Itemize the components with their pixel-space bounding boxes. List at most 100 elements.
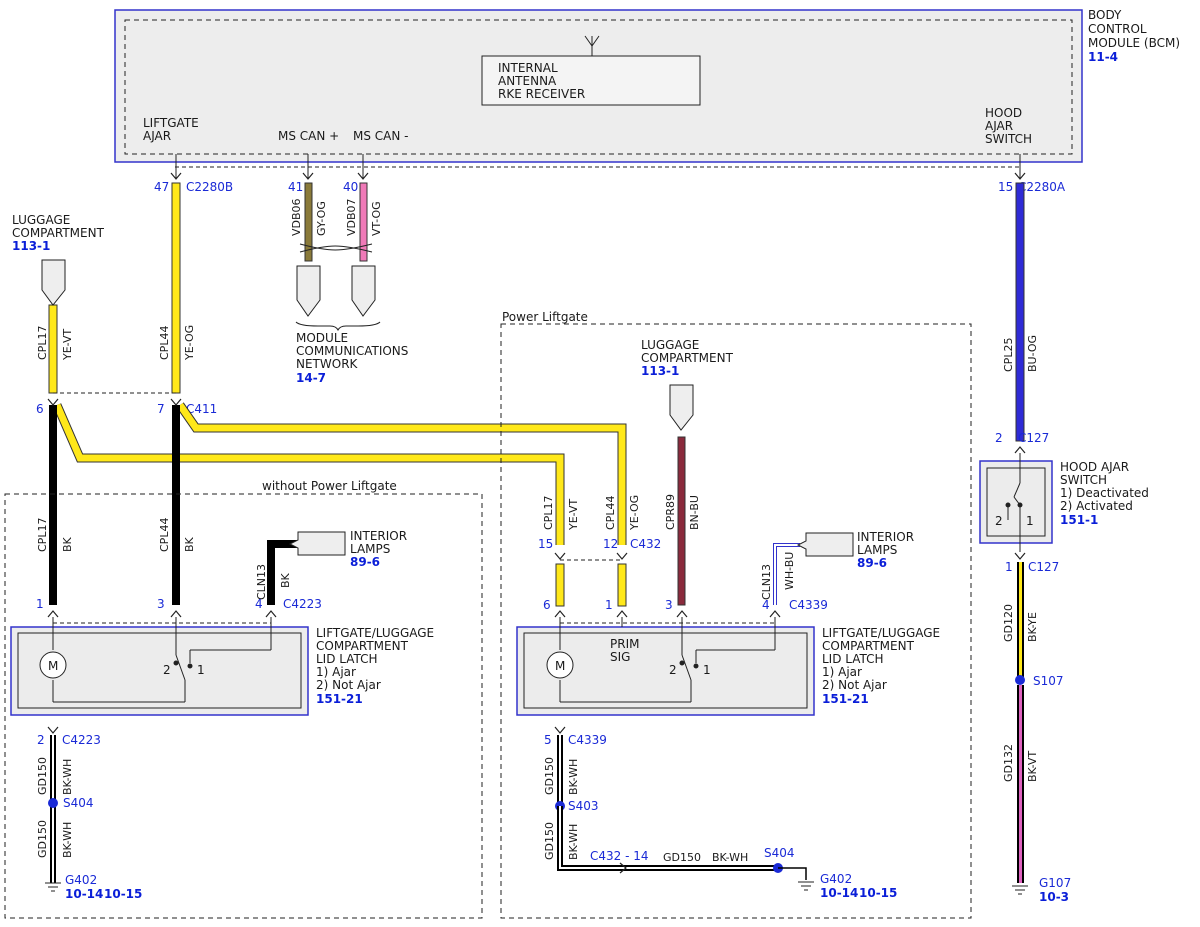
svg-text:LIFTGATE/LUGGAGE: LIFTGATE/LUGGAGE — [316, 626, 434, 640]
power-lg-box — [500, 323, 972, 919]
hood-switch-label: HOOD AJAR SWITCH 1) Deactivated 2) Activ… — [1060, 460, 1149, 527]
ground-hood-icon — [1012, 885, 1028, 895]
twisted-pair-mark — [299, 243, 373, 253]
lug-left-ref: 113-1 — [12, 239, 50, 253]
wire-gd150-right-1-stripe — [559, 735, 561, 805]
can-connector-2 — [351, 265, 376, 317]
svg-text:2) Not Ajar: 2) Not Ajar — [822, 678, 887, 692]
wire-cpl17-top — [48, 304, 58, 394]
hood-conn-c127: C127 — [1018, 431, 1049, 445]
cpl17-top-circuit: CPL17 — [36, 326, 49, 360]
s404-left-label: S404 — [63, 796, 94, 810]
vdb06-circuit: VDB06 — [290, 198, 303, 236]
interior-connector-left — [288, 531, 346, 556]
svg-text:CONTROL: CONTROL — [1088, 22, 1147, 36]
interior-right-1: INTERIOR — [857, 530, 914, 544]
liftgate-ajar-label-1: LIFTGATE — [143, 116, 199, 130]
gd150-right-2-circuit: GD150 — [543, 822, 556, 860]
sw-left-1: 1 — [197, 663, 205, 677]
svg-text:2) Activated: 2) Activated — [1060, 499, 1133, 513]
pl-lug-2: COMPARTMENT — [641, 351, 734, 365]
c432-pin-15: 15 — [538, 537, 553, 551]
c432-name: C432 — [630, 537, 661, 551]
cpl44-top-circuit: CPL44 — [158, 326, 171, 360]
motor-left-icon — [39, 651, 67, 679]
pl-lug-1: LUGGAGE — [641, 338, 699, 352]
svg-text:HOOD AJAR: HOOD AJAR — [1060, 460, 1129, 474]
hood-ajar-label-1: HOOD — [985, 106, 1022, 120]
svg-text:151-21: 151-21 — [316, 692, 363, 706]
vdb07-circuit: VDB07 — [345, 198, 358, 236]
cpl44-bk-color: BK — [183, 536, 196, 552]
pin-15-c2280a: 15 — [998, 180, 1013, 194]
svg-text:1) Ajar: 1) Ajar — [316, 665, 356, 679]
g107-label: G107 — [1039, 876, 1071, 890]
interior-right-ref: 89-6 — [857, 556, 887, 570]
latch-right-pin-3: 3 — [665, 598, 673, 612]
svg-text:SWITCH: SWITCH — [1060, 473, 1107, 487]
svg-text:151-1: 151-1 — [1060, 513, 1098, 527]
wire-cpl44-cross-fill — [177, 403, 626, 545]
wire-cpl17-cross-fill — [53, 403, 564, 545]
wire-gnd-right-tail — [778, 867, 807, 880]
conn-c2280a: C2280A — [1018, 180, 1066, 194]
wire-cpl17-bk — [49, 405, 57, 605]
wire-gd150-left-2-stripe — [52, 803, 54, 883]
bcm-pin-stems — [175, 154, 1021, 179]
c432-pin-12: 12 — [603, 537, 618, 551]
sw-left-2: 2 — [163, 663, 171, 677]
hood-pin-1: 1 — [1005, 560, 1013, 574]
c432-14-label: C432 - 14 — [590, 849, 649, 863]
pl-cpl17-circuit: CPL17 — [542, 496, 555, 530]
can-connector-1 — [296, 265, 321, 317]
gd150-right-1-color: BK-WH — [567, 759, 580, 795]
can-network-ref: 14-7 — [296, 371, 326, 385]
gd150-left-1-color: BK-WH — [61, 759, 74, 795]
gnd-left-conn: C4223 — [62, 733, 101, 747]
latch-right-pin-6: 6 — [543, 598, 551, 612]
gd150-right-1-circuit: GD150 — [543, 757, 556, 795]
sig-label: SIG — [610, 650, 630, 664]
hood-conn-c127b: C127 — [1028, 560, 1059, 574]
cpr89-circuit: CPR89 — [664, 494, 677, 530]
svg-text:COMPARTMENT: COMPARTMENT — [316, 639, 409, 653]
antenna-line-1: INTERNAL — [498, 61, 558, 75]
s107-label: S107 — [1033, 674, 1064, 688]
conn-c2280b: C2280B — [186, 180, 233, 194]
svg-text:LID LATCH: LID LATCH — [316, 652, 378, 666]
svg-text:1) Ajar: 1) Ajar — [822, 665, 862, 679]
pl-lug-ref: 113-1 — [641, 364, 679, 378]
hood-arrow-top — [1014, 446, 1026, 454]
ms-can-minus-label: MS CAN - — [353, 129, 409, 143]
svg-text:11-4: 11-4 — [1088, 50, 1118, 64]
hood-switch-inner — [986, 467, 1046, 537]
motor-left-label: M — [48, 659, 58, 673]
ground-left-icon — [45, 882, 61, 892]
splice-s107 — [1015, 675, 1025, 685]
g402-right-ref1: 10-14 — [820, 886, 858, 900]
svg-text:LIFTGATE/LUGGAGE: LIFTGATE/LUGGAGE — [822, 626, 940, 640]
g402-right-ref2: 10-15 — [859, 886, 897, 900]
splice-s404-left — [48, 798, 58, 808]
cln13-right-color: WH-BU — [783, 552, 796, 590]
hood-switch-internal — [1005, 453, 1023, 552]
c432-14-arrow — [619, 862, 627, 874]
hood-arrow-bottom — [1014, 552, 1026, 560]
s403-label: S403 — [568, 799, 599, 813]
gd120-circuit: GD120 — [1002, 604, 1015, 642]
gd150-left-2-color: BK-WH — [61, 822, 74, 858]
gnd-right-pin-5: 5 — [544, 733, 552, 747]
without-pl-title: without Power Liftgate — [262, 479, 397, 493]
wire-cpl44-bk — [172, 405, 180, 605]
c411-name: C411 — [186, 402, 217, 416]
pl-cpl44-circuit: CPL44 — [604, 496, 617, 530]
wire-cpl25 — [1015, 182, 1025, 442]
svg-text:1) Deactivated: 1) Deactivated — [1060, 486, 1149, 500]
svg-text:MODULE (BCM): MODULE (BCM) — [1088, 36, 1180, 50]
wire-cpl44-top — [171, 182, 181, 394]
wire-pl-cpl44-low — [617, 563, 627, 607]
bcm-label: BODY CONTROL MODULE (BCM) 11-4 — [1088, 8, 1180, 64]
svg-text:COMPARTMENT: COMPARTMENT — [822, 639, 915, 653]
ground-right-icon — [798, 881, 814, 891]
